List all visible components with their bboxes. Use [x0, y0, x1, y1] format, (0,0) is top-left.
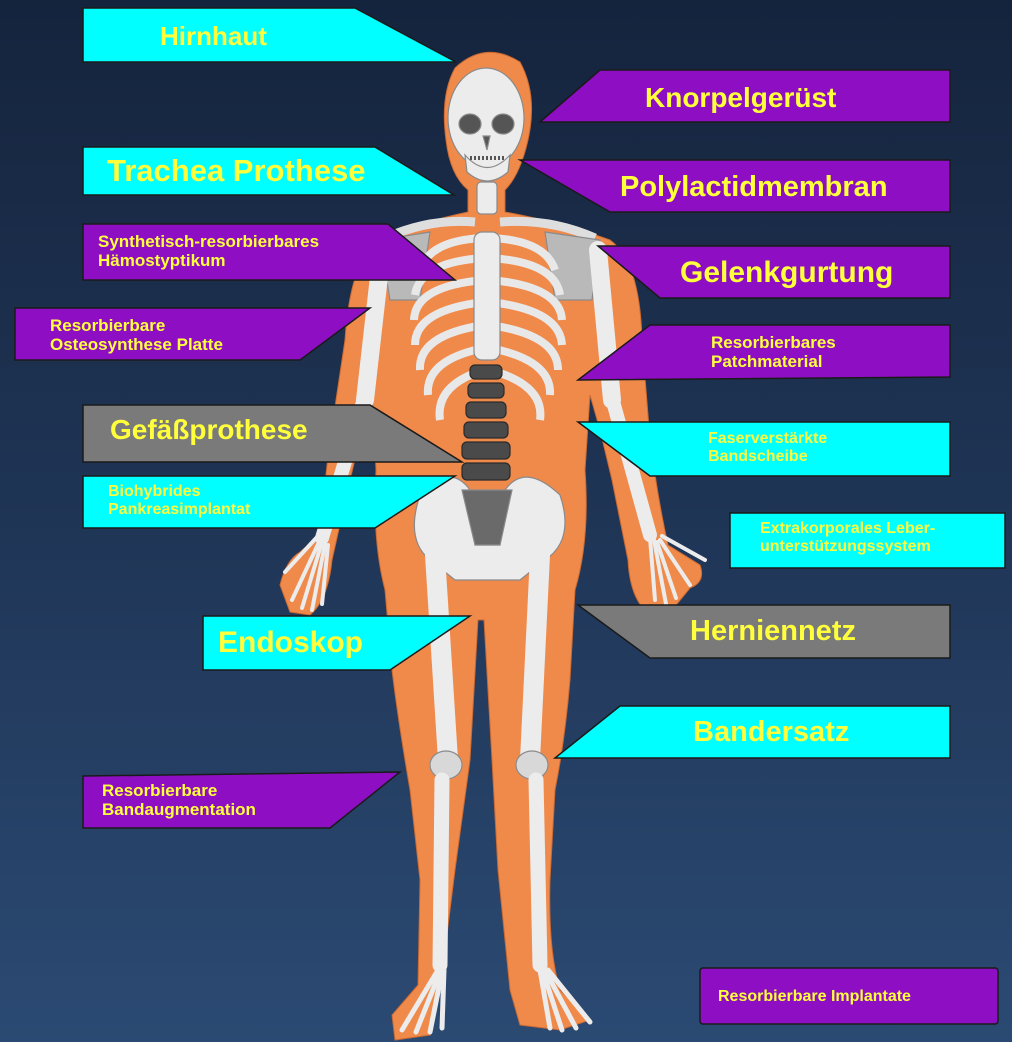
label-polylactidmembran: Polylactidmembran [620, 171, 888, 203]
label-knorpelgeruest: Knorpelgerüst [645, 82, 836, 113]
label-gefaessprothese: Gefäßprothese [110, 414, 308, 445]
neck-vertebrae [477, 182, 497, 214]
label-bandaugmentation: Resorbierbare Bandaugmentation [102, 781, 256, 819]
label-herniennetz: Herniennetz [690, 615, 856, 647]
label-patchmaterial-line2: Patchmaterial [711, 352, 836, 371]
sternum [474, 232, 500, 360]
label-gelenkgurtung: Gelenkgurtung [680, 256, 893, 290]
label-patchmaterial: Resorbierbares Patchmaterial [711, 333, 836, 371]
tibia-left [440, 780, 442, 965]
label-hirnhaut: Hirnhaut [160, 22, 267, 51]
label-endoskop: Endoskop [218, 626, 363, 660]
label-osteosynthese-line1: Resorbierbare [50, 316, 223, 335]
label-bandscheibe: Faserverstärkte Bandscheibe [708, 430, 827, 466]
label-leber-line1: Extrakorporales Leber- [760, 520, 935, 538]
label-osteosynthese-line2: Osteosynthese Platte [50, 335, 223, 354]
label-haemostyptikum: Synthetisch-resorbierbares Hämostyptikum [98, 232, 319, 270]
label-trachea-prothese: Trachea Prothese [107, 154, 365, 189]
label-haemostyptikum-line1: Synthetisch-resorbierbares [98, 232, 319, 251]
label-osteosynthese: Resorbierbare Osteosynthese Platte [50, 316, 223, 354]
label-patchmaterial-line1: Resorbierbares [711, 333, 836, 352]
label-bandaugmentation-line2: Bandaugmentation [102, 800, 256, 819]
callout-hirnhaut [83, 8, 456, 62]
eye-socket-left [459, 114, 481, 134]
label-bandscheibe-line2: Bandscheibe [708, 448, 827, 466]
femur-right [530, 555, 540, 760]
label-bandscheibe-line1: Faserverstärkte [708, 430, 827, 448]
label-pankreas-line2: Pankreasimplantat [108, 501, 250, 519]
eye-socket-right [492, 114, 514, 134]
label-leber-line2: unterstützungssystem [760, 538, 935, 556]
label-leber: Extrakorporales Leber- unterstützungssys… [760, 520, 935, 556]
label-haemostyptikum-line2: Hämostyptikum [98, 251, 319, 270]
femur-left [435, 555, 448, 760]
skull [448, 68, 524, 168]
label-pankreas-line1: Biohybrides [108, 483, 250, 501]
legend-label: Resorbierbare Implantate [718, 988, 911, 1006]
label-bandaugmentation-line1: Resorbierbare [102, 781, 256, 800]
tibia-right [536, 780, 540, 965]
label-bandersatz: Bandersatz [693, 716, 849, 748]
label-pankreas: Biohybrides Pankreasimplantat [108, 483, 250, 519]
